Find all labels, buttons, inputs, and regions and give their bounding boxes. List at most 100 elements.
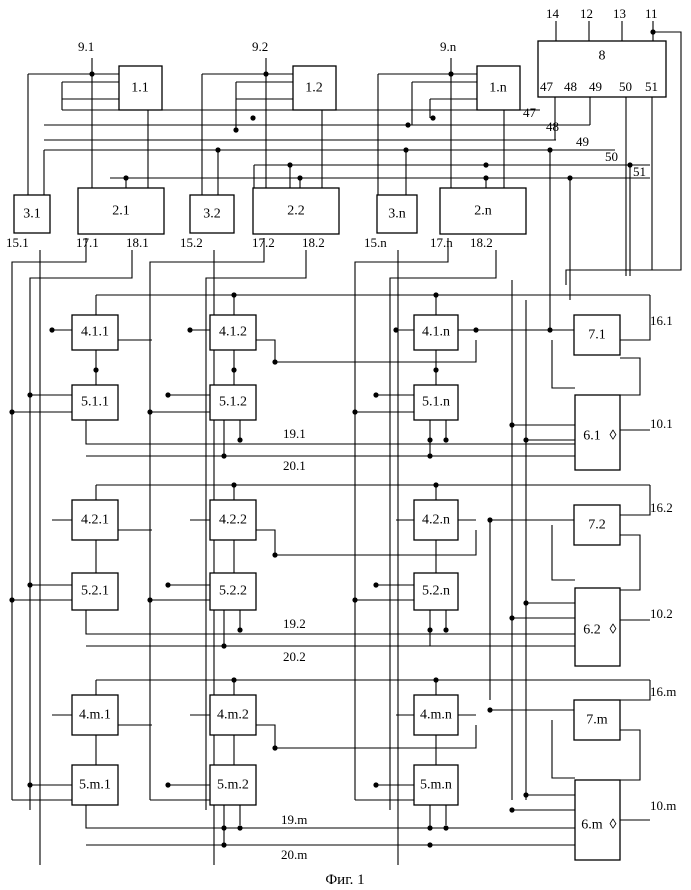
- top-label-12: 12: [580, 6, 593, 21]
- output-label-18-n: 18.2: [470, 235, 493, 250]
- block-4-2-n: 4.2.n: [414, 500, 458, 540]
- block-5-m-n: 5.m.n: [414, 765, 458, 805]
- output-label-15-n: 15.n: [364, 235, 387, 250]
- blocks: 1.1 1.2 1.n 8 3.1 2.1 3.2 2.2 3.n 2.n 4.…: [14, 41, 666, 860]
- right-label-16-1: 16.1: [650, 313, 673, 328]
- input-label-9-1: 9.1: [78, 39, 94, 54]
- block-label: 5.m.1: [79, 778, 111, 793]
- right-label-16-2: 16.2: [650, 500, 673, 515]
- block-6-1: 6.1 ◊: [575, 395, 620, 470]
- bus-label-19-1: 19.1: [283, 426, 306, 441]
- block-4-1-2: 4.1.2: [210, 315, 256, 350]
- block-label: 4.1.n: [422, 325, 450, 340]
- right-label-10-1: 10.1: [650, 416, 673, 431]
- wire-label-49: 49: [576, 134, 589, 149]
- block-5-m-2: 5.m.2: [210, 765, 256, 805]
- block-label: 4.2.n: [422, 513, 450, 528]
- block-label: 1.2: [305, 81, 323, 96]
- port-label-47: 47: [540, 79, 554, 94]
- block-6-2: 6.2 ◊: [575, 588, 620, 666]
- block-label: 5.m.n: [420, 778, 452, 793]
- block-2-1: 2.1: [78, 188, 164, 234]
- block-5-1-n: 5.1.n: [414, 385, 458, 420]
- top-label-13: 13: [613, 6, 626, 21]
- wire-label-50: 50: [605, 149, 618, 164]
- block-label: 5.1.1: [81, 395, 109, 410]
- block-label: 2.2: [287, 204, 305, 219]
- top-label-14: 14: [546, 6, 560, 21]
- block-label: 7.1: [588, 328, 606, 343]
- bus-label-20-m: 20.m: [281, 847, 307, 862]
- block-5-1-2: 5.1.2: [210, 385, 256, 420]
- block-5-2-2: 5.2.2: [210, 573, 256, 610]
- block-5-m-1: 5.m.1: [72, 765, 118, 805]
- top-label-11: 11: [645, 6, 658, 21]
- block-4-1-n: 4.1.n: [414, 315, 458, 350]
- block-label: 4.1.2: [219, 325, 247, 340]
- block-1-2: 1.2: [293, 66, 336, 110]
- block-label: 4.m.n: [420, 708, 452, 723]
- block-label: 5.2.2: [219, 584, 247, 599]
- block-label: 6.2: [583, 623, 601, 638]
- block-5-2-n: 5.2.n: [414, 573, 458, 610]
- block-label: 1.n: [489, 81, 507, 96]
- figure-caption: Фиг. 1: [325, 872, 364, 888]
- block-5-1-1: 5.1.1: [72, 385, 118, 420]
- block-label: 1.1: [131, 81, 149, 96]
- block-4-m-n: 4.m.n: [414, 695, 458, 735]
- block-2-2: 2.2: [253, 188, 339, 234]
- block-3-2: 3.2: [190, 195, 234, 233]
- input-label-9-2: 9.2: [252, 39, 268, 54]
- block-label: 5.1.2: [219, 395, 247, 410]
- block-label: 2.1: [112, 204, 130, 219]
- port-label-51: 51: [645, 79, 658, 94]
- port-label-50: 50: [619, 79, 632, 94]
- block-4-m-1: 4.m.1: [72, 695, 118, 735]
- block-4-m-2: 4.m.2: [210, 695, 256, 735]
- diamond-icon: ◊: [610, 818, 617, 833]
- block-5-2-1: 5.2.1: [72, 573, 118, 610]
- block-label: 5.1.n: [422, 395, 450, 410]
- block-7-m: 7.m: [574, 700, 620, 740]
- block-1-1: 1.1: [119, 66, 162, 110]
- output-label-17-2: 17.2: [252, 235, 275, 250]
- input-label-9-n: 9.n: [440, 39, 457, 54]
- diamond-icon: ◊: [610, 429, 617, 444]
- block-4-2-1: 4.2.1: [72, 500, 118, 540]
- block-7-1: 7.1: [574, 315, 620, 355]
- wire-label-48: 48: [546, 119, 559, 134]
- block-label: 5.2.1: [81, 584, 109, 599]
- right-label-10-m: 10.m: [650, 798, 676, 813]
- right-label-10-2: 10.2: [650, 606, 673, 621]
- bus-label-19-m: 19.m: [281, 812, 307, 827]
- block-label: 4.2.1: [81, 513, 109, 528]
- block-6-m: 6.m ◊: [575, 780, 620, 860]
- bus-label-20-2: 20.2: [283, 649, 306, 664]
- block-label: 2.n: [474, 204, 492, 219]
- wire-label-51: 51: [633, 164, 646, 179]
- output-label-17-n: 17.n: [430, 235, 453, 250]
- right-label-16-m: 16.m: [650, 684, 676, 699]
- block-label: 6.m: [581, 818, 603, 833]
- output-label-17-1: 17.1: [76, 235, 99, 250]
- block-label: 6.1: [583, 429, 601, 444]
- block-label: 7.2: [588, 518, 606, 533]
- port-label-48: 48: [564, 79, 577, 94]
- block-2-n: 2.n: [440, 188, 526, 234]
- output-label-15-1: 15.1: [6, 235, 29, 250]
- block-4-2-2: 4.2.2: [210, 500, 256, 540]
- block-1-n: 1.n: [477, 66, 520, 110]
- block-label: 7.m: [586, 713, 608, 728]
- block-label: 4.1.1: [81, 325, 109, 340]
- block-label: 4.m.1: [79, 708, 111, 723]
- wire-label-47: 47: [523, 105, 537, 120]
- block-label: 3.n: [388, 207, 406, 222]
- bus-label-19-2: 19.2: [283, 616, 306, 631]
- diamond-icon: ◊: [610, 623, 617, 638]
- bus-label-20-1: 20.1: [283, 458, 306, 473]
- block-label: 3.2: [203, 207, 221, 222]
- block-label: 8: [599, 49, 606, 64]
- block-label: 5.m.2: [217, 778, 249, 793]
- block-3-n: 3.n: [377, 195, 417, 233]
